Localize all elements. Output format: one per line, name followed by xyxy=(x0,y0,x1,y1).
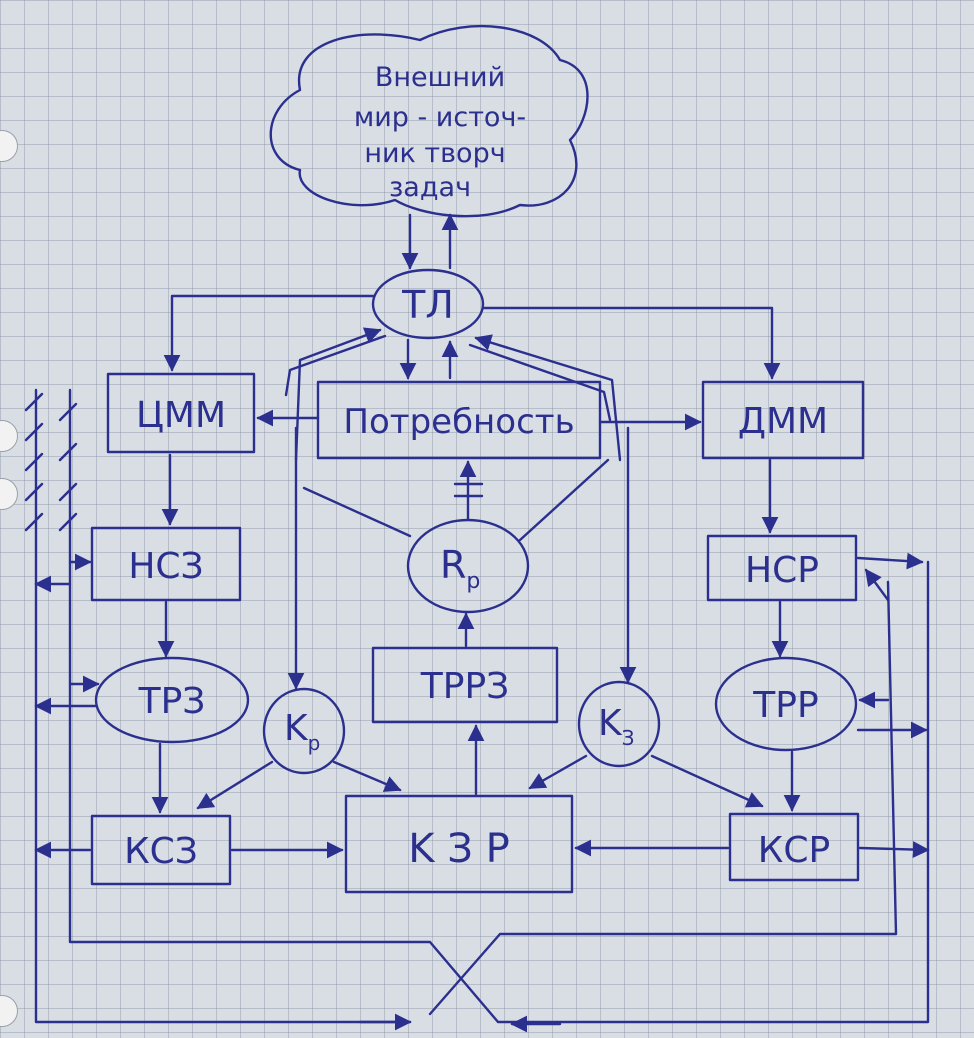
edge-need-left-to-rr xyxy=(302,486,412,538)
edge-tl-side-right xyxy=(468,343,612,422)
kzr-label: K З Р xyxy=(408,826,509,872)
edge-kr-to-kzr xyxy=(332,760,402,792)
trz-label: ТРЗ xyxy=(138,681,206,722)
kr-label: Kр xyxy=(284,708,320,755)
outer-world-line-3: ник творч xyxy=(364,138,505,169)
trr-label: ТРР xyxy=(752,685,818,726)
rr-node xyxy=(406,518,530,614)
kz-label: KЗ xyxy=(598,703,634,750)
nsz-box xyxy=(90,526,242,602)
ksz-label: КСЗ xyxy=(124,831,198,872)
nsz-label: НСЗ xyxy=(128,546,203,587)
need-box xyxy=(316,380,602,460)
tsmm-box xyxy=(106,372,256,454)
edge-ksr-to-right-bus xyxy=(858,841,930,858)
edge-tl-to-tsmm xyxy=(163,294,376,372)
edge-tl-to-dmm xyxy=(481,306,781,380)
kz-subscript: З xyxy=(622,726,635,750)
edge-nsr-to-right-bus xyxy=(856,552,924,570)
tsmm-label: ЦММ xyxy=(136,395,226,436)
need-label: Потребность xyxy=(343,402,574,442)
ksz-box xyxy=(90,814,232,886)
outer-world-line-2: мир - источ- xyxy=(354,102,526,133)
tl-label: ТЛ xyxy=(401,283,454,327)
ksr-label: КСР xyxy=(758,830,830,871)
tl-node xyxy=(371,268,485,340)
dmm-label: ДММ xyxy=(738,401,828,442)
outer-world-line-1: Внешний xyxy=(375,62,505,93)
kzr-box xyxy=(344,794,574,894)
trr-node xyxy=(714,656,858,752)
rr-subscript: р xyxy=(466,569,480,594)
edge-kz-to-kzr xyxy=(528,754,588,790)
edge-tl-to-kr xyxy=(294,327,382,462)
nsr-label: НСР xyxy=(745,550,819,591)
edge-tl-side-left xyxy=(284,334,387,397)
edge-tl-to-kz xyxy=(474,334,622,462)
edge-need-right-to-rr xyxy=(518,458,610,542)
trz-node xyxy=(94,656,250,744)
bus-hatch xyxy=(24,392,78,532)
left-bus-outer xyxy=(34,388,412,1024)
edge-kr-to-ksz xyxy=(196,760,274,810)
kr-subscript: р xyxy=(308,731,321,755)
edge-rr-strike xyxy=(453,482,484,498)
right-bus-inner xyxy=(428,580,898,1016)
edge-kz-to-ksr xyxy=(650,754,764,808)
rr-label: Rр xyxy=(440,543,480,594)
trrz-label: ТРРЗ xyxy=(420,666,510,707)
edge-right-bus-to-nsr xyxy=(864,568,890,602)
ksr-box xyxy=(728,812,860,882)
nsr-box xyxy=(706,534,858,602)
outer-world-cloud xyxy=(269,24,589,218)
outer-world-line-4: задач xyxy=(389,172,471,203)
trrz-box xyxy=(371,646,559,724)
kz-node xyxy=(577,680,661,768)
dmm-box xyxy=(701,380,865,460)
